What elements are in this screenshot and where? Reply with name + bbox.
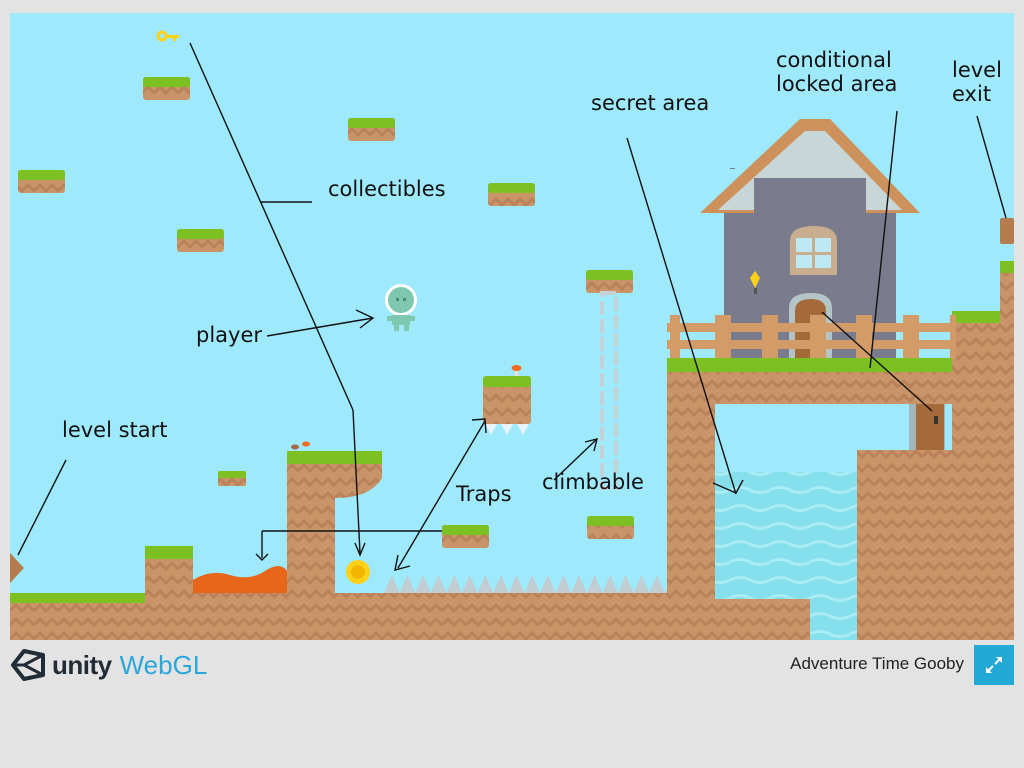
spike — [524, 575, 540, 593]
label-line: level — [952, 58, 1002, 82]
floating-platform — [218, 471, 246, 486]
floating-platform — [587, 516, 634, 539]
game-scene — [10, 30, 1014, 640]
floating-platform — [177, 229, 224, 252]
spike — [633, 575, 650, 593]
label-line: exit — [952, 81, 992, 106]
expand-arrows-icon — [986, 657, 1002, 673]
label-collectibles: collectibles — [328, 177, 446, 201]
annotation-arrows — [17, 42, 1007, 571]
floating-platform — [488, 183, 535, 206]
climbable-chain — [586, 270, 633, 490]
player-character — [385, 284, 417, 331]
engine-brand: unity — [52, 649, 112, 680]
spike — [602, 575, 618, 593]
spike — [555, 575, 572, 593]
game-canvas[interactable]: collectibles player level start Traps cl… — [10, 13, 1014, 640]
spike — [493, 575, 509, 593]
spike — [586, 575, 603, 593]
spike — [508, 575, 525, 593]
spike — [540, 575, 556, 593]
floating-platform — [442, 525, 489, 548]
game-title: Adventure Time Gooby — [790, 654, 964, 673]
label-level-exit: level exit — [952, 58, 1002, 106]
unity-webgl-logo: unity WebGL — [10, 645, 207, 685]
spike — [649, 575, 665, 593]
label-level-start: level start — [62, 418, 168, 442]
spike — [415, 575, 431, 593]
label-line: locked area — [776, 71, 898, 96]
locked-house — [667, 119, 956, 358]
label-player: player — [196, 323, 263, 347]
spike — [618, 575, 634, 593]
spike — [384, 575, 400, 593]
label-climbable: climbable — [542, 470, 644, 494]
unity-cube-icon — [11, 649, 45, 681]
spike — [477, 575, 494, 593]
spike — [430, 575, 447, 593]
coin-collectible — [346, 560, 370, 584]
trap-block — [483, 365, 531, 435]
floating-platform — [18, 170, 65, 193]
ground-terrain — [10, 441, 1014, 640]
spike — [399, 575, 416, 593]
exit-sign — [1000, 218, 1014, 244]
key-collectible — [156, 30, 179, 42]
floating-platform — [348, 118, 395, 141]
platform-label: WebGL — [119, 649, 208, 680]
spike-trap — [384, 575, 681, 593]
label-traps: Traps — [456, 482, 512, 506]
spike — [446, 575, 462, 593]
spike — [462, 575, 478, 593]
label-line: conditional — [776, 48, 892, 72]
label-conditional-locked-area: conditional locked area — [776, 48, 898, 96]
spike — [571, 575, 587, 593]
fullscreen-button[interactable] — [974, 645, 1014, 685]
house-terrain — [667, 261, 1014, 640]
label-secret-area: secret area — [591, 91, 710, 115]
floating-platform — [143, 77, 190, 100]
